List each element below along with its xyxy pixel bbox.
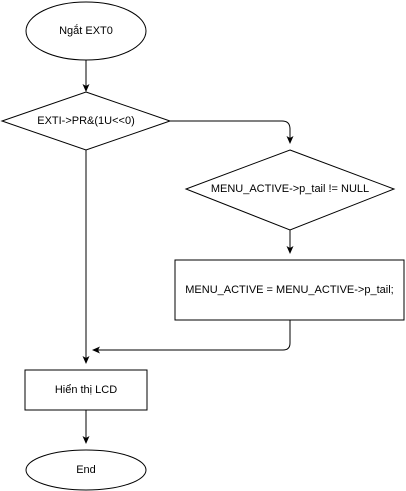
display-process-shape — [24, 369, 148, 411]
assign-label: MENU_ACTIVE = MENU_ACTIVE->p_tail; — [185, 284, 393, 296]
end-label: End — [76, 464, 96, 476]
assign-process-shape — [174, 259, 405, 321]
check-tail-decision-shape — [184, 149, 396, 231]
node-assign: MENU_ACTIVE = MENU_ACTIVE->p_tail; — [174, 259, 405, 321]
start-terminator-shape — [25, 1, 147, 61]
check-pr-decision-shape — [0, 91, 172, 151]
edge-check-pr-to-check-tail — [170, 120, 294, 144]
node-check-tail: MENU_ACTIVE->p_tail != NULL — [184, 149, 396, 231]
end-terminator-shape — [25, 449, 147, 491]
check-pr-label: EXTI->PR&(1U<<0) — [37, 115, 135, 127]
display-label: Hiển thị LCD — [55, 384, 117, 396]
node-start: Ngắt EXT0 — [25, 1, 147, 61]
check-tail-label: MENU_ACTIVE->p_tail != NULL — [211, 183, 369, 195]
edges — [82, 60, 294, 444]
start-label: Ngắt EXT0 — [59, 24, 113, 37]
node-display: Hiển thị LCD — [24, 369, 148, 411]
edge-assign-to-display — [92, 320, 291, 354]
node-end: End — [25, 449, 147, 491]
node-check-pr: EXTI->PR&(1U<<0) — [0, 91, 172, 151]
